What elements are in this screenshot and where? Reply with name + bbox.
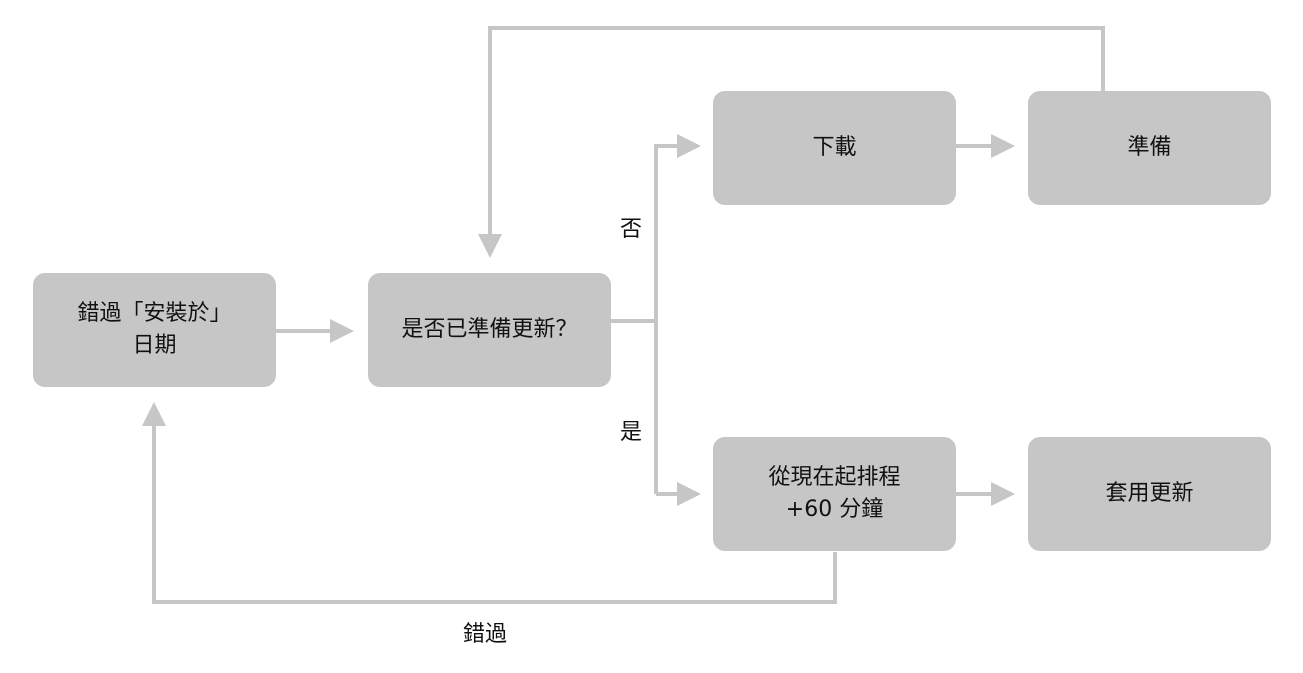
node-prepare: 準備 — [1028, 91, 1271, 205]
node-update-ready-question: 是否已準備更新？ — [368, 273, 611, 387]
arrow-schedule-missed-to-start — [142, 402, 837, 604]
node-missed-install-date: 錯過「安裝於」 日期 — [33, 273, 276, 387]
edge-label-yes: 是 — [620, 420, 643, 445]
edge-label-no: 否 — [620, 217, 643, 242]
node-apply-update: 套用更新 — [1028, 437, 1271, 551]
edge-label-missed: 錯過 — [463, 622, 508, 647]
arrow-prepare-loop-to-question — [478, 26, 1105, 258]
node-schedule: 從現在起排程 +60 分鐘 — [713, 437, 956, 551]
node-download: 下載 — [713, 91, 956, 205]
